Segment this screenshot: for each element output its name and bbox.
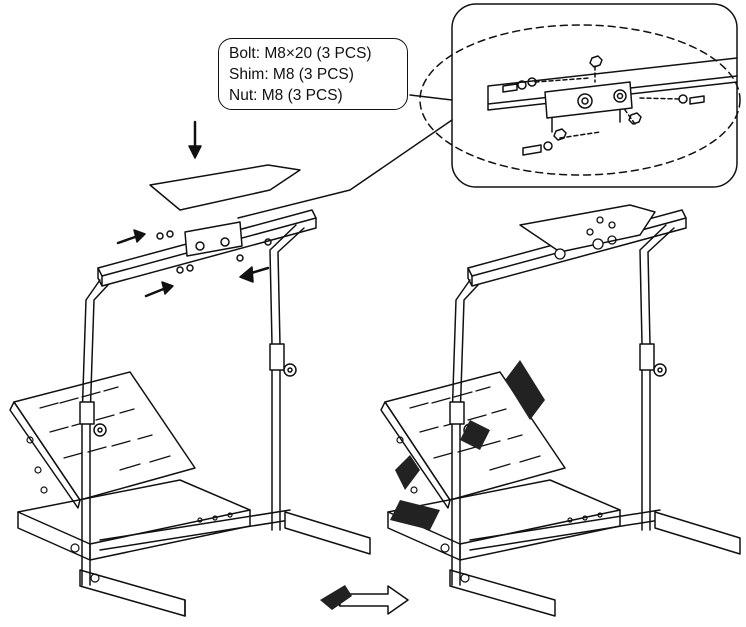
watermark <box>320 360 545 610</box>
right-stand <box>380 204 741 617</box>
nut-spec: Nut: M8 (3 PCS) <box>229 87 343 104</box>
bolt-spec: Bolt: M8×20 (3 PCS) <box>229 45 372 62</box>
hardware-callout: Bolt: M8×20 (3 PCS) Shim: M8 (3 PCS) Nut… <box>218 38 408 110</box>
zoom-bolts <box>502 77 705 156</box>
left-hardware <box>156 221 272 274</box>
detail-zoom-panel <box>237 3 741 219</box>
left-stand <box>9 120 371 617</box>
shim-spec: Shim: M8 (3 PCS) <box>229 66 354 83</box>
